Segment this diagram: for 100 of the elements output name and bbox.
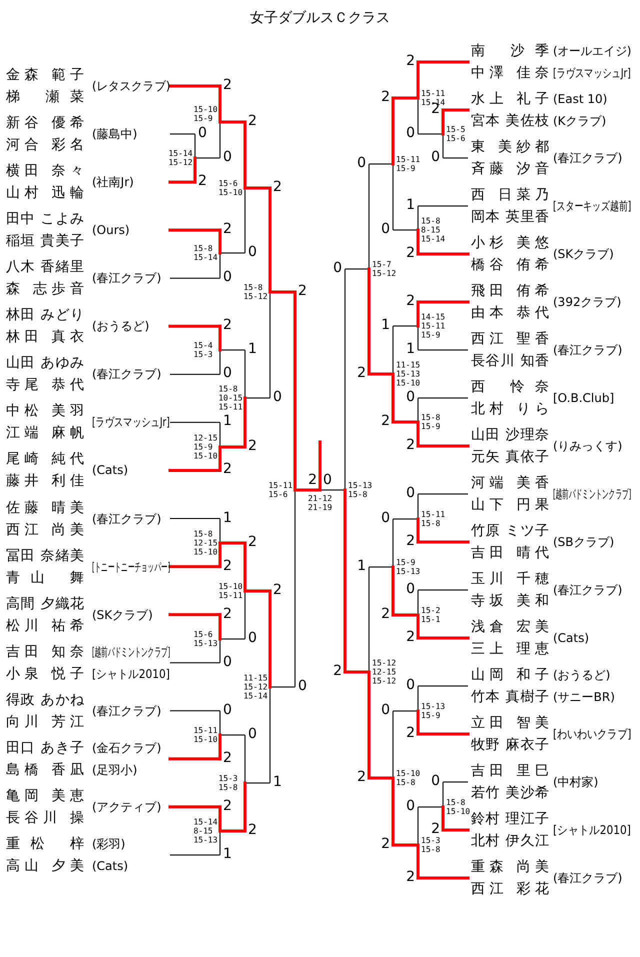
player-name: 鈴村 理江子 [471,810,549,829]
player-name: 藤井 利佳 [6,472,84,492]
player-name: 得政 あかね [6,690,84,710]
set-scores: 15-3 15-8 [218,774,239,792]
set-scores: 15-14 8-15 15-13 [193,818,218,844]
game-count: 0 [323,472,332,488]
player-name: 岡本 英里香 [471,208,549,227]
club-name: [わいわいクラブ] [553,726,632,743]
game-count: 0 [381,221,390,237]
game-count: 2 [406,869,415,885]
club-name: (SKクラブ) [92,606,153,624]
club-name: (春江クラブ) [553,342,622,359]
player-name: 梯 瀬菜 [6,88,84,107]
set-scores: 15-11 15-8 [421,510,446,528]
game-count: 0 [333,260,342,276]
club-name: (春江クラブ) [92,270,162,288]
player-name: 稲垣 貴美子 [6,232,84,252]
player-name: 重森 尚美 [471,858,549,877]
player-name: 西 怜奈 [471,378,549,397]
set-scores: 15-4 15-3 [193,341,214,359]
club-name: (春江クラブ) [92,366,162,384]
game-count: 0 [223,702,232,718]
player-name: 北村 伊久江 [471,832,549,851]
player-name: 長谷川 知香 [471,352,549,371]
player-name: 亀岡 美恵 [6,786,84,806]
game-count: 0 [406,798,415,814]
club-name: (足羽小) [92,762,138,779]
player-name: 河端 美香 [471,474,549,493]
game-count: 0 [406,389,415,405]
player-name: 吉田 里巳 [471,762,549,781]
player-name: 山田 あゆみ [6,354,84,374]
player-name: 田中 こよみ [6,210,84,230]
set-scores: 15-8 15-10 [446,798,471,816]
club-name: (彩羽) [92,836,126,853]
set-scores: 15-7 15-12 [372,260,397,278]
game-count: 0 [198,125,207,142]
club-name: (おうるど) [92,318,150,336]
game-count: 1 [223,510,232,526]
player-name: 島橋 香凪 [6,760,84,780]
player-name: 高間 夕織花 [6,594,84,614]
player-name: 横田 奈々 [6,162,84,182]
game-count: 2 [223,798,232,814]
set-scores: 15-14 15-12 [168,149,193,167]
game-count: 2 [273,179,282,195]
club-name: [スターキッズ越前] [553,198,632,215]
game-count: 0 [406,677,415,693]
game-count: 2 [381,89,390,105]
game-count: 2 [431,821,440,837]
game-count: 1 [381,317,390,333]
player-name: 林田 真衣 [6,328,84,348]
player-name: 寺尾 恭代 [6,376,84,396]
game-count: 2 [248,438,257,454]
game-count: 2 [406,437,415,453]
game-count: 2 [223,606,232,622]
club-name: (社南Jr) [92,174,134,192]
club-name: [シャトル2010] [553,822,631,839]
club-name: [ラヴスマッシュJr] [553,65,631,82]
player-name: 南 沙季 [471,42,549,61]
player-name: 西 日菜乃 [471,186,549,205]
club-name: (りみっくす) [553,438,622,455]
game-count: 2 [406,53,415,69]
player-name: 八木 香緒里 [6,258,84,278]
player-name: 青山 舞 [6,568,84,588]
game-count: 0 [381,510,390,526]
player-name: 高山 夕美 [6,856,84,876]
player-name: 竹本 真樹子 [471,688,549,707]
club-name: [越前バドミントンクラブ] [553,486,632,503]
club-name: (春江クラブ) [92,510,162,528]
set-scores: 15-8 15-14 [193,244,218,262]
game-count: 2 [333,663,342,679]
game-count: 2 [248,822,257,838]
game-count: 2 [223,317,232,334]
club-name: (392クラブ) [553,294,622,311]
game-count: 2 [298,283,307,299]
game-count: 0 [248,630,257,646]
game-count: 2 [357,365,366,381]
player-name: 西江 彩花 [471,880,549,899]
club-name: (金石クラブ) [92,740,162,757]
player-name: 森 志歩音 [6,280,84,300]
club-name: [O.B.Club] [553,390,614,407]
club-name: (Cats) [553,630,590,647]
set-scores: 11-15 15-13 15-10 [396,360,421,388]
game-count: 2 [223,77,232,93]
game-count: 0 [273,389,282,405]
game-count: 2 [357,769,366,785]
game-count: 0 [431,773,440,789]
club-name: (アクティブ) [92,798,162,816]
player-name: 山村 迅輪 [6,184,84,204]
set-scores: 15-5 15-6 [446,125,466,143]
player-name: 立田 智美 [471,714,549,733]
game-count: 0 [223,149,232,165]
set-scores: 15-8 15-12 [243,283,268,301]
club-name: (サニーBR) [553,689,615,706]
game-count: 2 [308,472,317,488]
set-scores: 15-11 15-6 [268,481,293,499]
set-scores: 15-11 15-9 [396,155,421,173]
club-name: [ラヴスマッシュJr] [92,414,170,432]
player-name: 斉藤 汐音 [471,160,549,179]
game-count: 0 [248,244,257,260]
club-name: (春江クラブ) [553,582,622,599]
